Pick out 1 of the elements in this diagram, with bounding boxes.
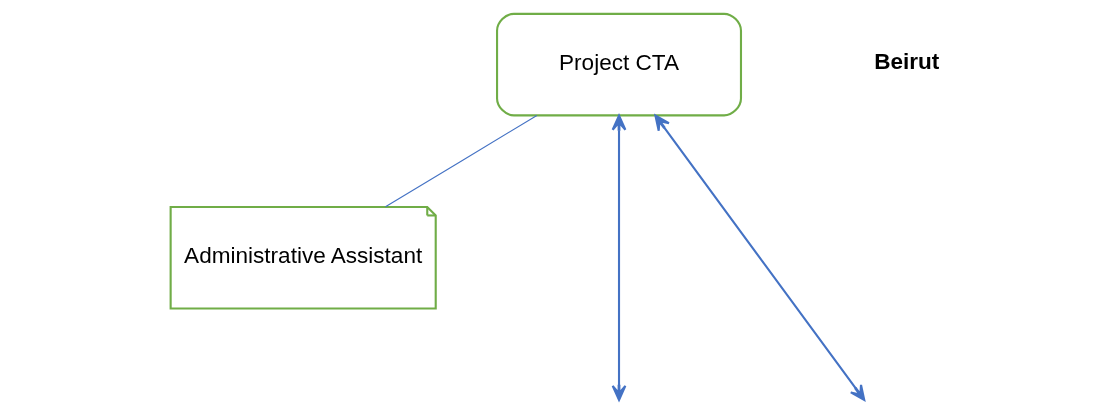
label: Beirut	[873, 48, 939, 74]
